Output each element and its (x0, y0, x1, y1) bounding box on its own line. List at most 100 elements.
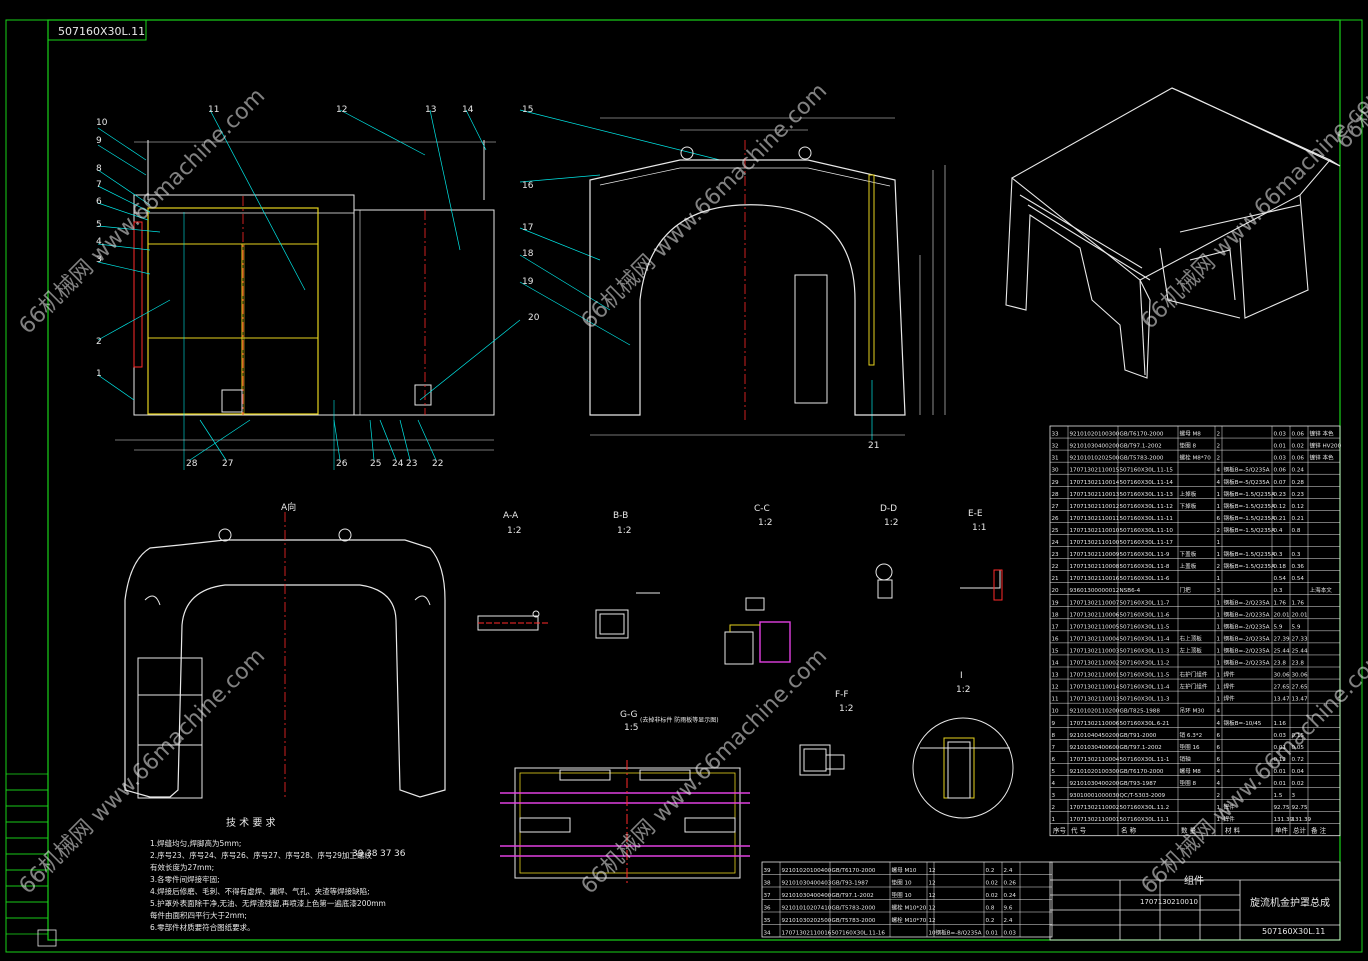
balloon-24: 24 (392, 459, 404, 469)
table-cell: 17071302110007 (1070, 600, 1120, 606)
table-cell: 28 (1052, 492, 1060, 498)
table-cell: 0.54 (1292, 576, 1305, 582)
table-cell: 螺栓 M8*70 (1180, 454, 1212, 462)
table-cell: 25.44 (1274, 648, 1290, 654)
table-cell: 1.5 (1274, 793, 1283, 799)
table-cell: 11 (1052, 697, 1060, 703)
table-cell: 0.28 (1292, 480, 1305, 486)
table-cell: 0.21 (1292, 516, 1305, 522)
table-cell: 92.75 (1292, 805, 1308, 811)
balloon-17: 17 (522, 223, 533, 233)
table-cell: 21 (1052, 576, 1060, 582)
table-cell: 25.44 (1292, 648, 1308, 654)
table-cell: 507160X30L.11-16 (832, 931, 886, 937)
table-cell: 2.4 (1004, 868, 1013, 874)
table-cell: 钢板B=-2/Q235A (1224, 659, 1270, 667)
table-cell: 0.8 (1292, 528, 1301, 534)
table-cell: 7 (1052, 745, 1056, 751)
table-cell: 4 (1217, 781, 1221, 787)
table-cell: 4 (1217, 769, 1221, 775)
table-cell: 17071302110016 (782, 931, 832, 937)
balloon-19: 19 (522, 277, 534, 287)
table-cell: 6 (1052, 757, 1056, 763)
table-cell: 507160X30L.11-10 (1120, 528, 1174, 534)
balloon-26: 26 (336, 459, 348, 469)
table-header: 备 注 (1311, 826, 1327, 835)
table-cell: 0.12 (1292, 504, 1304, 510)
balloon-11: 11 (208, 105, 219, 115)
table-cell: 92101020100300 (1070, 769, 1120, 775)
label-aa-scale: 1:2 (507, 526, 521, 536)
table-cell: 17071302110002 (1070, 661, 1120, 667)
table-cell: 垫圈 10 (892, 891, 913, 899)
tech-line-2: 2.序号23、序号24、序号26、序号27、序号28、序号29加工螺纹 (150, 850, 372, 860)
table-cell: 26 (1052, 516, 1060, 522)
table-cell: 钢板B=-1.5/Q235A (1224, 490, 1276, 498)
table-cell: 右上顶板 (1180, 634, 1203, 642)
table-cell: 销 6.3*2 (1180, 731, 1203, 739)
table-cell: 钢板B=-1.5/Q235A (1224, 562, 1276, 570)
table-cell: 0.02 (1292, 781, 1304, 787)
table-cell: 507160X30L.11-8 (1120, 564, 1170, 570)
table-cell: 17071302110013 (1070, 492, 1120, 498)
table-cell: 0.06 (1292, 432, 1305, 438)
balloon-1: 1 (96, 369, 102, 379)
table-cell: 20.01 (1274, 612, 1290, 618)
table-cell: 0.36 (1292, 564, 1305, 570)
balloon-3: 3 (96, 255, 102, 265)
table-cell: 0.54 (1274, 576, 1287, 582)
table-cell: 507160X30L.11-5 (1120, 624, 1170, 630)
detail-i (912, 717, 1014, 819)
table-cell: 92101030400200 (1070, 781, 1120, 787)
balloon-5: 5 (96, 220, 102, 230)
table-cell: 27.65 (1274, 685, 1290, 691)
tech-line-4: 3.各零件间焊接牢固; (150, 874, 220, 884)
table-cell: 0.06 (1274, 468, 1287, 474)
table-cell: GB/T97.1-2002 (1120, 745, 1162, 751)
table-cell: 14 (1052, 661, 1060, 667)
table-cell: 0.02 (1292, 444, 1304, 450)
table-cell: 92101030400600 (1070, 745, 1120, 751)
table-cell: 12 (1052, 685, 1059, 691)
table-cell: 23 (1052, 552, 1060, 558)
table-cell: 1 (1217, 612, 1221, 618)
watermark-5: 66机械网 www.66machine.com (577, 644, 833, 900)
table-cell: 17071302110001 (1070, 817, 1120, 823)
table-cell: 17071302110011 (1070, 516, 1120, 522)
table-cell: 9 (1052, 721, 1056, 727)
table-cell: 92101020100300 (1070, 432, 1120, 438)
table-cell: 2 (1217, 444, 1221, 450)
table-cell: 2 (1217, 528, 1221, 534)
table-cell: 3 (1292, 793, 1296, 799)
table-cell: 0.03 (1274, 432, 1287, 438)
table-cell: 17071302110006 (1070, 721, 1120, 727)
table-cell: 0.02 (986, 893, 998, 899)
table-cell: 12 (929, 893, 936, 899)
table-cell: 左上顶板 (1180, 646, 1203, 654)
table-cell: 螺母 M10 (892, 866, 917, 874)
section-aa (477, 610, 548, 631)
table-cell: 上海本文 (1310, 586, 1333, 594)
table-cell: 1 (1217, 624, 1221, 630)
table-cell: 门把 (1180, 586, 1192, 594)
table-cell: 17071302110003 (1070, 648, 1120, 654)
table-cell: 1 (1217, 576, 1221, 582)
table-cell: 左护门组件 (1180, 683, 1208, 691)
table-cell: 0.07 (1274, 480, 1287, 486)
table-cell: 右护门组件 (1180, 671, 1208, 679)
label-ff: F-F (835, 690, 849, 700)
table-cell: 6 (1217, 757, 1221, 763)
table-cell: 92101020100400 (782, 868, 832, 874)
table-cell: 0.01 (1274, 444, 1287, 450)
table-cell: 钢板B=-1.5/Q235A (1224, 526, 1276, 534)
table-cell: 0.15 (1292, 733, 1305, 739)
table-cell: GB/T97.1-2002 (1120, 444, 1162, 450)
table-cell: 钢板B=-2/Q235A (1224, 610, 1270, 618)
table-cell: 30 (1052, 468, 1060, 474)
table-cell: 92101030202500 (782, 918, 832, 924)
table-cell: 6 (1217, 516, 1221, 522)
table-cell: 钢板B=-10/45 (1224, 719, 1262, 727)
table-cell: 17071302110001 (1070, 673, 1120, 679)
table-cell: 0.12 (1274, 504, 1286, 510)
